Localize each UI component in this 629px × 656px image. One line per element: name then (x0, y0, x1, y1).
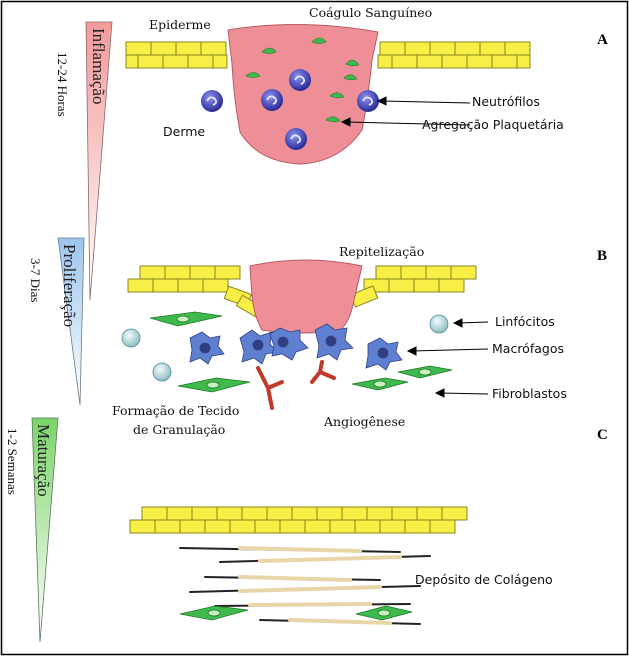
phase-maturacao: Maturação 1-2 Semanas (5, 417, 59, 643)
proliferacao-duration: 3-7 Dias (28, 258, 43, 302)
scab (249, 259, 363, 334)
epidermis-left-b (127, 265, 263, 318)
proliferacao-label: Proliferação (60, 244, 79, 327)
platelets-a (245, 37, 360, 123)
label-linfocitos: Linfócitos (495, 314, 555, 329)
panel-letter-a: A (597, 32, 608, 48)
epidermis-c (129, 506, 468, 534)
inflamacao-wedge (85, 21, 113, 301)
epidermis-right-b (349, 265, 477, 308)
label-epiderme: Epiderme (149, 17, 211, 32)
label-formacao-2: de Granulação (133, 422, 225, 437)
epidermis-left-a (125, 41, 228, 69)
phase-inflamacao: Inflamação 12-24 Horas (55, 21, 113, 301)
maturacao-duration: 1-2 Semanas (5, 428, 20, 495)
label-coagulo: Coágulo Sanguíneo (309, 5, 432, 20)
label-agregacao: Agregação Plaquetária (422, 117, 564, 132)
phase-proliferacao: Proliferação 3-7 Dias (28, 237, 85, 406)
inflamacao-duration: 12-24 Horas (55, 52, 70, 117)
maturacao-wedge (31, 417, 59, 643)
blood-vessels-b (256, 360, 336, 410)
macrophages-b (189, 323, 403, 371)
label-formacao-1: Formação de Tecido (112, 403, 239, 418)
fibroblasts-b (149, 311, 453, 393)
label-derme: Derme (163, 124, 205, 139)
epidermis-right-a (377, 41, 531, 69)
panel-c: Depósito de Colágeno C (129, 427, 608, 625)
panel-letter-b: B (597, 248, 607, 264)
neutrophils-a (201, 69, 379, 150)
label-deposito: Depósito de Colágeno (415, 572, 553, 587)
inflamacao-label: Inflamação (89, 28, 108, 104)
label-neutrofilos: Neutrófilos (472, 94, 540, 109)
label-angiogenese: Angiogênese (323, 414, 405, 429)
panel-letter-c: C (597, 427, 608, 443)
arrows-a (340, 96, 471, 127)
blood-clot (227, 23, 379, 165)
label-fibroblastos: Fibroblastos (492, 386, 567, 401)
label-macrofagos: Macrófagos (492, 341, 564, 356)
panel-b: Repitelização Linfócitos Macrófagos Fibr… (112, 244, 607, 437)
fibroblasts-c (179, 605, 413, 621)
collagen-fibers (179, 546, 431, 625)
maturacao-label: Maturação (34, 424, 53, 497)
proliferacao-wedge (57, 237, 85, 406)
lymphocytes-b (121, 314, 449, 382)
arrows-b (406, 318, 489, 398)
label-repitelizacao: Repitelização (339, 244, 424, 259)
panel-a: Epiderme Coágulo Sanguíneo Derme Neutróf… (125, 5, 608, 165)
